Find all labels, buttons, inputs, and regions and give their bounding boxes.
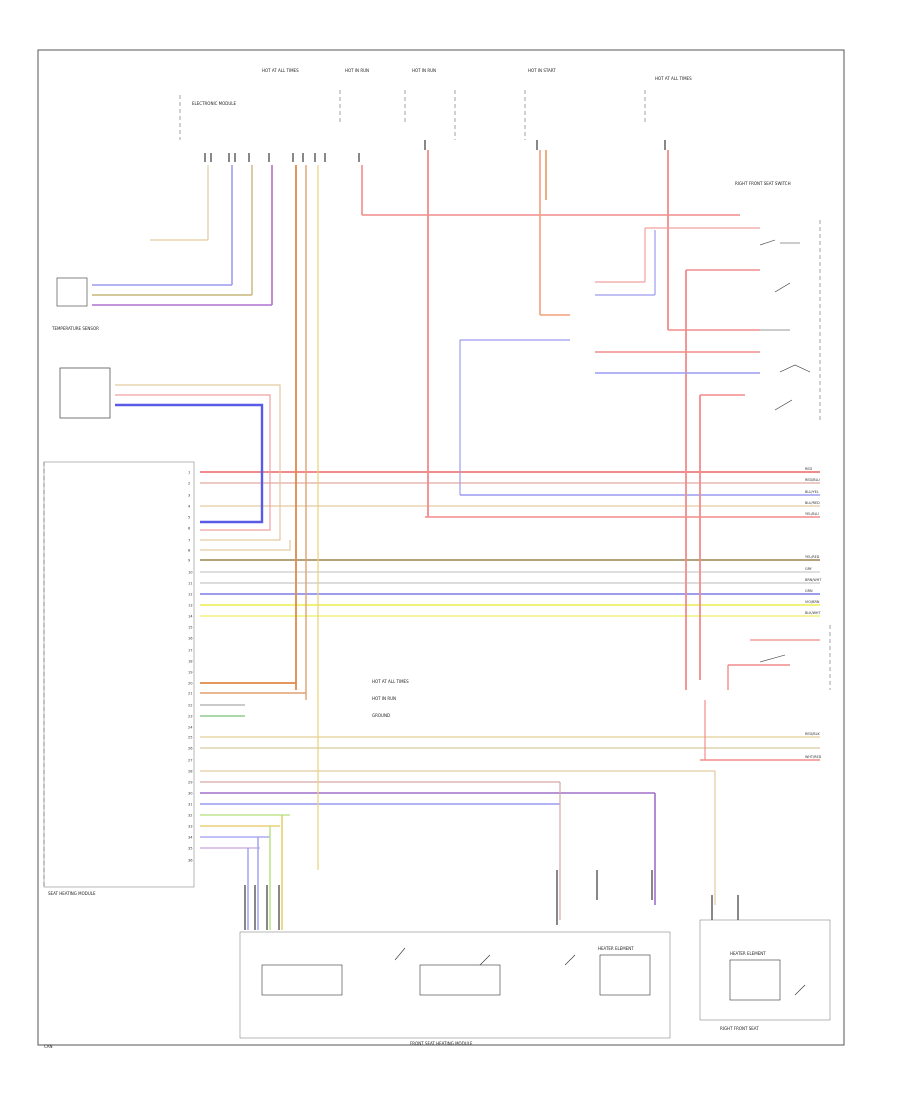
module-pin-5: 5: [188, 516, 190, 520]
bus-wires: [200, 471, 820, 849]
module-pin-10: 10: [188, 571, 193, 575]
module-pin-21: 21: [188, 692, 193, 696]
label-hot-start: HOT IN START: [528, 68, 556, 73]
module-pin-12: 12: [188, 593, 193, 597]
sensor-box: [59, 367, 111, 419]
module-pin-25: 25: [188, 736, 193, 740]
module-pin-1: 1: [188, 471, 190, 475]
label-hot-all-times-2: HOT AT ALL TIMES: [655, 76, 692, 81]
module-pin-23: 23: [188, 715, 193, 719]
label-heater-element-2: HEATER ELEMENT: [730, 951, 766, 956]
connector-ticks: [204, 140, 739, 930]
wire-label-6: GRY: [805, 567, 813, 571]
module-pin-20: 20: [188, 682, 193, 686]
module-pin-28: 28: [188, 770, 193, 774]
module-pin-8: 8: [188, 549, 191, 553]
wire-color-labels: RED RED/BLU BLU/YEL BLU/RED YEL/BLU YEL/RED GR…: [805, 467, 822, 759]
wire-label-1: RED/BLU: [805, 478, 820, 482]
module-pin-22: 22: [188, 704, 193, 708]
wire-label-9: VIO/BRN: [805, 600, 820, 604]
module-pin-24: 24: [188, 726, 193, 730]
module-pin-11: 11: [188, 582, 193, 586]
wire-label-8: GRN: [805, 589, 813, 593]
switch-symbols: [56, 239, 811, 1001]
label-seat-heating-module: SEAT HEATING MODULE: [48, 891, 96, 896]
module-pin-36: 36: [188, 859, 193, 863]
label-heater-element-1: HEATER ELEMENT: [598, 946, 634, 951]
bottom-seat-frame: [239, 931, 671, 1039]
module-pin-34: 34: [188, 836, 193, 840]
right-seat-frame: [699, 919, 831, 1021]
module-pin-17: 17: [188, 649, 193, 653]
module-pin-3: 3: [188, 494, 190, 498]
seat-module-box: [43, 461, 195, 888]
module-pin-2: 2: [188, 482, 190, 486]
wire-label-3: BLU/RED: [805, 501, 820, 505]
module-pin-13: 13: [188, 604, 193, 608]
module-pin-18: 18: [188, 660, 193, 664]
notes: HOT AT ALL TIMES HOT IN RUN GROUND: [372, 679, 409, 718]
module-pin-16: 16: [188, 637, 193, 641]
module-pin-32: 32: [188, 814, 193, 818]
label-temperature-sensor: TEMPERATURE SENSOR: [51, 326, 99, 331]
note-1: HOT AT ALL TIMES: [372, 679, 409, 684]
module-pin-30: 30: [188, 792, 193, 796]
module-pin-6: 6: [188, 527, 191, 531]
module-pin-7: 7: [188, 539, 190, 543]
note-3: GROUND: [372, 713, 390, 718]
footer-left-label: CAN: [44, 1044, 53, 1049]
module-pin-33: 33: [188, 825, 193, 829]
module-pin-35: 35: [188, 847, 193, 851]
sensor-wires: [92, 239, 306, 717]
note-2: HOT IN RUN: [372, 696, 396, 701]
wire-label-10: BLK/WHT: [805, 611, 821, 615]
wire-label-7: BRN/WHT: [805, 578, 822, 582]
wire-label-5: YEL/RED: [805, 555, 820, 559]
label-rf-seat-switch: RIGHT FRONT SEAT SWITCH: [735, 181, 791, 186]
module-pin-15: 15: [188, 626, 193, 630]
module-pin-31: 31: [188, 803, 193, 807]
wire-label-2: BLU/YEL: [805, 490, 819, 494]
dashed-outlines: [43, 90, 831, 887]
module-pin-9: 9: [188, 559, 191, 563]
bottom-center-label: FRONT SEAT HEATING MODULE: [410, 1041, 473, 1046]
module-pin-27: 27: [188, 759, 193, 763]
bottom-right-label: RIGHT FRONT SEAT: [720, 1026, 759, 1031]
module-pin-19: 19: [188, 671, 193, 675]
wire-label-0: RED: [805, 467, 812, 471]
diagram-border: [37, 49, 845, 1046]
label-hot-all-times-1: HOT AT ALL TIMES: [262, 68, 299, 73]
module-pin-26: 26: [188, 747, 193, 751]
module-pin-4: 4: [188, 505, 191, 509]
wire-label-12: WHT/RED: [805, 755, 822, 759]
label-hot-run-2: HOT IN RUN: [412, 68, 436, 73]
module-pin-14: 14: [188, 615, 193, 619]
module-pin-numbers: 1234567891011121314151617181920212223242…: [188, 471, 193, 863]
label-hot-run-1: HOT IN RUN: [345, 68, 369, 73]
module-pin-29: 29: [188, 781, 193, 785]
label-electronic-module: ELECTRONIC MODULE: [192, 101, 237, 106]
wire-label-4: YEL/BLU: [805, 512, 819, 516]
vertical-wires: [207, 150, 820, 930]
wire-label-11: RED/BLK: [805, 732, 820, 736]
component-labels: ELECTRONIC MODULE HOT AT ALL TIMES HOT I…: [48, 68, 791, 956]
